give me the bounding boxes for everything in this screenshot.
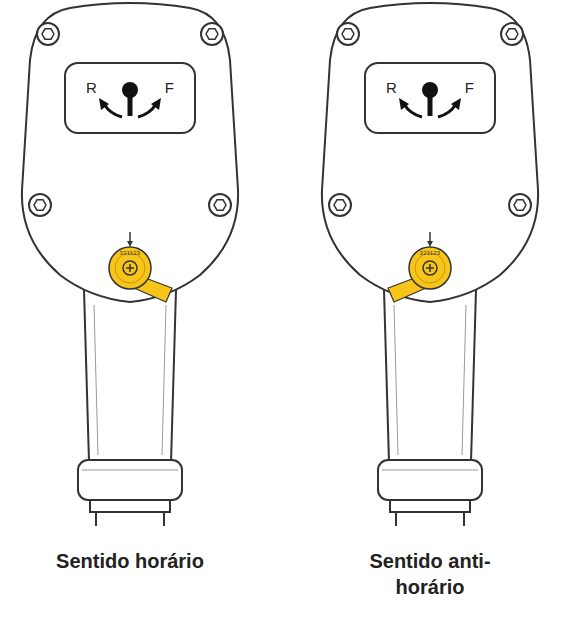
direction-letter: R xyxy=(386,80,397,95)
direction-letter: F xyxy=(465,80,474,95)
direction-letter: R xyxy=(86,80,97,95)
dial-numbers: 321123 xyxy=(410,250,450,256)
direction-letter: F xyxy=(165,80,174,95)
direction-panel: RF xyxy=(64,62,196,134)
caption: Sentido horário xyxy=(55,548,205,574)
direction-panel: RF xyxy=(364,62,496,134)
caption: Sentido anti-horário xyxy=(355,548,505,600)
dial-numbers: 321123 xyxy=(110,250,150,256)
